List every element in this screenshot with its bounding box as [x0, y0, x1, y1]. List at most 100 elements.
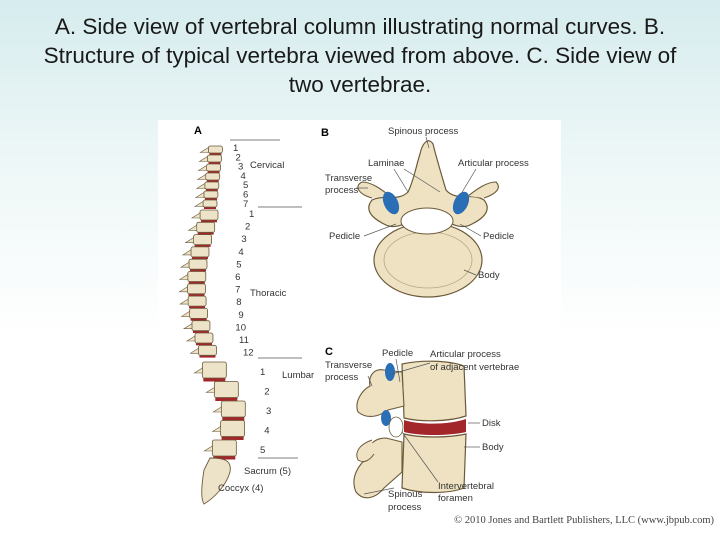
spine-disk: [188, 293, 205, 297]
sacrum-label: Sacrum (5): [244, 466, 291, 477]
spinous-process-mark: [196, 173, 206, 180]
spinous-process-mark: [193, 367, 203, 374]
vertebra-number: 10: [235, 322, 246, 333]
spine-disk: [204, 198, 217, 200]
spinous-process-mark: [178, 286, 188, 293]
vertebra-number: 2: [245, 222, 250, 233]
coccyx-label: Coccyx (4): [218, 483, 263, 494]
label-pedicle-left: Pedicle: [329, 231, 360, 242]
spinous-process-mark: [182, 323, 193, 329]
spinous-process-mark: [185, 335, 196, 342]
vertebra-number: 4: [238, 247, 243, 258]
vertebra-number: 5: [236, 259, 241, 270]
spine-disk: [192, 330, 209, 333]
leader-body-b: [463, 269, 477, 276]
label-laminae: Laminae: [368, 158, 404, 169]
spine-disk: [189, 269, 206, 272]
spine-vertebra: [187, 283, 206, 295]
label-body-b: Body: [478, 270, 500, 281]
vertebra-number: 7: [235, 285, 240, 296]
articular-facet-c-mid: [381, 410, 391, 426]
spine-disk: [199, 355, 216, 358]
spinous-process-mark: [197, 164, 207, 171]
spinous-process-mark: [187, 224, 197, 231]
vertebra-number: 12: [243, 348, 254, 359]
spine-vertebra: [187, 271, 207, 282]
label-transverse-c-1: Transverse: [325, 360, 372, 371]
spinous-process-mark: [189, 347, 199, 354]
spine-vertebra: [188, 258, 208, 270]
spinous-process-mark: [179, 298, 189, 305]
spinous-process-mark: [194, 191, 205, 198]
spine-disk: [205, 189, 218, 191]
spine-disk: [209, 153, 222, 155]
spine-disk: [215, 397, 238, 401]
spine-disk: [204, 207, 216, 209]
leader-articular-c: [391, 362, 431, 375]
spinous-process-mark: [179, 261, 190, 268]
spine-disk: [191, 256, 208, 260]
label-body-c: Body: [482, 442, 504, 453]
spine-vertebra: [207, 154, 222, 163]
leader-spinous-c: [363, 487, 395, 495]
sacrum-shape: [201, 457, 231, 505]
label-transverse-c-2: process: [325, 372, 359, 383]
spine-vertebra: [204, 181, 220, 190]
disk-shape: [404, 419, 466, 435]
vertebra-number: 3: [238, 162, 243, 173]
leader-laminae-1: [393, 168, 409, 193]
spine-disk: [194, 244, 211, 247]
spinous-process-mark: [193, 200, 204, 207]
vertebra-number: 1: [249, 209, 254, 220]
spine-vertebra: [201, 361, 227, 379]
spinous-process-mark: [205, 386, 215, 393]
vertebra-number: 6: [235, 272, 240, 283]
transverse-left-shape: [357, 181, 391, 199]
spine-vertebra: [191, 320, 211, 332]
vertebra-top-view: [357, 140, 499, 298]
articular-facet-right: [452, 191, 470, 215]
spine-vertebra: [213, 381, 239, 398]
spine-vertebra: [193, 234, 212, 245]
label-disk: Disk: [482, 418, 501, 429]
spine-vertebra: [208, 145, 223, 154]
leader-spinous: [425, 136, 430, 149]
leader-pedicle-right: [459, 223, 482, 237]
spine-vertebra: [187, 295, 207, 307]
spine-vertebra: [199, 209, 219, 221]
spinous-process-mark: [211, 425, 221, 432]
leader-articular: [460, 168, 477, 195]
spine-disk: [221, 436, 244, 440]
vertebra-number: 2: [236, 152, 241, 163]
vertebra-number: 3: [241, 234, 246, 245]
spine-disk: [203, 378, 226, 382]
vertebra-number: 5: [260, 445, 265, 456]
spine-vertebra: [202, 199, 218, 208]
vertebra-number: 11: [239, 335, 249, 346]
spine-disk: [207, 171, 220, 173]
leader-pedicle-c: [395, 358, 401, 383]
spine-vertebra: [196, 221, 216, 233]
spinous-process-mark: [199, 146, 209, 153]
panel-c-letter: C: [325, 346, 333, 358]
lower-arch-shape: [353, 437, 403, 499]
cervical-label: Cervical: [250, 160, 284, 171]
label-spinous-process: Spinous process: [388, 126, 458, 137]
spine-disk: [190, 318, 207, 321]
vertebral-foramen: [400, 207, 454, 235]
label-articular-c-2: of adjacent vertebrae: [430, 362, 519, 373]
vertebra-number: 3: [266, 406, 271, 417]
thoracic-label: Thoracic: [250, 288, 287, 299]
upper-body-shape: [401, 360, 467, 422]
upper-arch-shape: [356, 369, 405, 418]
vertebra-number: 7: [243, 199, 248, 210]
vertebra-number: 6: [243, 190, 248, 201]
spine-vertebra: [205, 172, 221, 181]
vertebra-number: 4: [264, 426, 269, 437]
vertebra-number: 5: [243, 180, 248, 191]
spine-column: [178, 145, 246, 505]
leader-transverse-c: [367, 375, 373, 387]
vertebrae-side-view: [353, 360, 467, 499]
lower-body-shape: [401, 433, 467, 494]
